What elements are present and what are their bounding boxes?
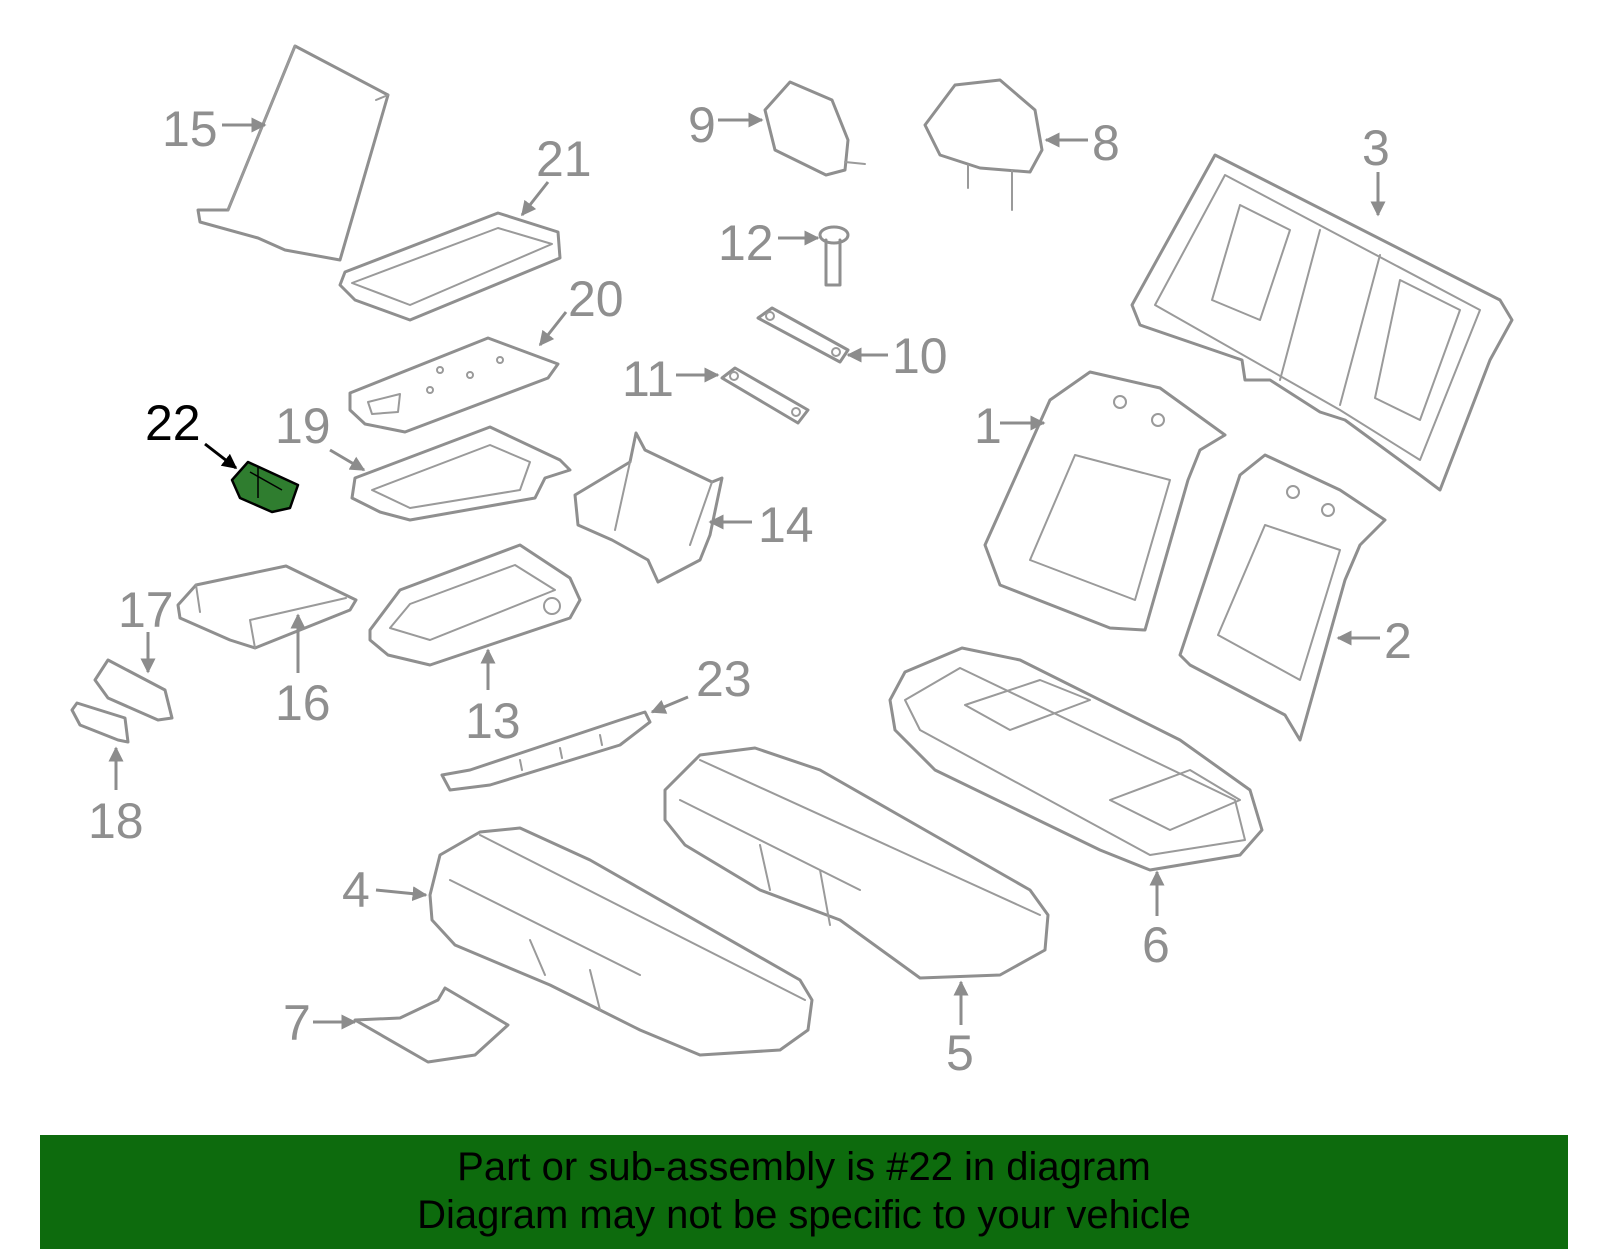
- part-1[interactable]: [983, 370, 1227, 632]
- part-5[interactable]: [663, 746, 1050, 980]
- callout-17: 17: [118, 582, 174, 638]
- callout-9: 9: [688, 97, 716, 153]
- callout-19: 19: [275, 398, 331, 454]
- part-23[interactable]: [440, 710, 652, 792]
- callout-20: 20: [568, 271, 624, 327]
- part-20[interactable]: [348, 336, 560, 434]
- leader-lines: [108, 112, 1386, 1030]
- part-3[interactable]: [1130, 153, 1514, 492]
- callout-18: 18: [88, 793, 144, 849]
- part-6[interactable]: [888, 646, 1264, 872]
- callout-12: 12: [718, 215, 774, 271]
- callout-23: 23: [696, 651, 752, 707]
- callout-14: 14: [758, 497, 814, 553]
- part-19[interactable]: [350, 425, 572, 522]
- callout-1: 1: [974, 398, 1002, 454]
- callout-21: 21: [536, 131, 592, 187]
- part-11[interactable]: [720, 366, 810, 425]
- callout-4: 4: [342, 862, 370, 918]
- part-8[interactable]: [923, 78, 1044, 211]
- callout-22: 22: [145, 395, 201, 451]
- part-7[interactable]: [353, 986, 510, 1064]
- part-15[interactable]: [196, 44, 390, 262]
- part-16[interactable]: [176, 564, 358, 650]
- callout-7: 7: [283, 995, 311, 1051]
- banner-line-2: Diagram may not be specific to your vehi…: [417, 1193, 1191, 1237]
- part-10[interactable]: [756, 306, 850, 364]
- part-4[interactable]: [428, 826, 814, 1057]
- part-12[interactable]: [818, 225, 850, 287]
- part-13[interactable]: [368, 543, 582, 667]
- callout-6: 6: [1142, 917, 1170, 973]
- part-22[interactable]: [230, 460, 300, 514]
- callout-5: 5: [946, 1025, 974, 1081]
- callout-labels: 15 21 20 19 22 17 16 13 18 14 9 8 12 10 …: [88, 97, 1412, 1081]
- callout-15: 15: [162, 101, 218, 157]
- part-2[interactable]: [1178, 453, 1387, 742]
- info-banner: Part or sub-assembly is #22 in diagram D…: [40, 1135, 1568, 1249]
- callout-10: 10: [892, 328, 948, 384]
- part-21[interactable]: [338, 211, 562, 322]
- part-14[interactable]: [573, 431, 724, 584]
- part-9[interactable]: [763, 80, 866, 177]
- part-17[interactable]: [93, 658, 174, 722]
- part-18[interactable]: [70, 701, 130, 744]
- callout-3: 3: [1362, 120, 1390, 176]
- callout-13: 13: [465, 693, 521, 749]
- callout-11: 11: [622, 351, 674, 407]
- callout-16: 16: [275, 675, 331, 731]
- callout-2: 2: [1384, 613, 1412, 669]
- callout-8: 8: [1092, 115, 1120, 171]
- banner-line-1: Part or sub-assembly is #22 in diagram: [457, 1145, 1151, 1189]
